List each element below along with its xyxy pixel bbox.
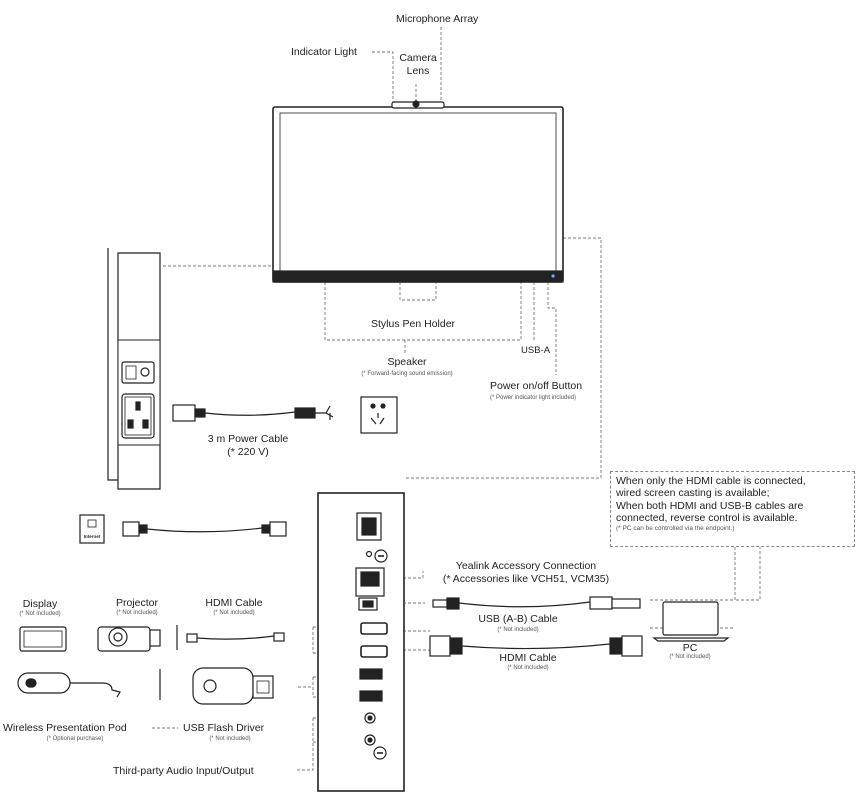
pc-art: [652, 601, 730, 642]
ethernet-cable-art: [79, 514, 287, 544]
hdmi-cable-right-label: HDMI Cable: [499, 652, 557, 664]
display-device-art: [19, 626, 67, 652]
hdmi-cable-right-art: [429, 635, 643, 657]
power-button-label: Power on/off Button: [490, 380, 583, 392]
indicator-light-label: Indicator Light: [291, 46, 357, 58]
wireless-pod-label: Wireless Presentation Pod: [3, 722, 127, 734]
power-cable-art: [172, 404, 334, 422]
power-side-panel: [107, 248, 161, 490]
note-line-2: wired screen casting is available;: [616, 487, 770, 500]
microphone-array-label: Microphone Array: [396, 13, 479, 25]
wireless-pod-note: (* Optional purchase): [46, 736, 104, 742]
power-button-note: (* Power indicator light included): [490, 395, 577, 401]
projector-note: (* Not included): [116, 610, 158, 616]
projector-label: Projector: [115, 597, 158, 609]
usb-flash-art: [192, 667, 274, 705]
display-label: Display: [22, 598, 58, 610]
camera-lens-label-line2: Lens: [406, 65, 430, 77]
wireless-pod-art: [17, 672, 121, 698]
usb-flash-label: USB Flash Driver: [183, 722, 265, 734]
speaker-label: Speaker: [387, 356, 427, 368]
display-note: (* Not included): [19, 611, 61, 617]
audio-io-label: Third-party Audio Input/Output: [113, 765, 254, 777]
hdmi-usb-note-box: When only the HDMI cable is connected, w…: [610, 471, 855, 547]
yealink-accessory-note: (* Accessories like VCH51, VCM35): [442, 573, 610, 585]
usb-ab-cable-art: [432, 596, 641, 610]
power-cable-label: 3 m Power Cable: [207, 433, 289, 445]
display-panel: [272, 100, 564, 283]
hdmi-cable-left-note: (* Not included): [213, 610, 255, 616]
hdmi-cable-left-label: HDMI Cable: [205, 597, 263, 609]
divider-lines: [159, 625, 178, 700]
ethernet-jack-label: Internet: [83, 534, 101, 539]
note-line-5: (* PC can be controlled via the endpoint…: [616, 524, 735, 532]
usb-a-label: USB-A: [521, 345, 551, 356]
yealink-accessory-label: Yealink Accessory Connection: [455, 560, 597, 572]
io-panel: [317, 492, 405, 792]
note-line-4: connected, reverse control is available.: [616, 512, 798, 525]
speaker-note: (* Forward-facing sound emission): [361, 371, 453, 377]
pc-note: (* Not included): [669, 654, 711, 660]
hdmi-cable-left-art: [186, 632, 285, 643]
usb-flash-note: (* Not included): [209, 736, 251, 742]
camera-lens-label-line1: Camera: [399, 52, 437, 64]
note-line-3: When both HDMI and USB-B cables are: [616, 499, 804, 512]
stylus-pen-holder-label: Stylus Pen Holder: [371, 318, 456, 330]
power-cable-note: (* 220 V): [227, 446, 269, 458]
hdmi-cable-right-note: (* Not included): [507, 665, 549, 671]
pc-label: PC: [682, 642, 698, 654]
note-line-1: When only the HDMI cable is connected,: [616, 475, 806, 487]
usb-ab-cable-note: (* Not included): [497, 627, 539, 633]
usb-ab-cable-label: USB (A-B) Cable: [478, 613, 558, 625]
projector-art: [97, 626, 161, 652]
wall-socket-art: [360, 396, 398, 434]
